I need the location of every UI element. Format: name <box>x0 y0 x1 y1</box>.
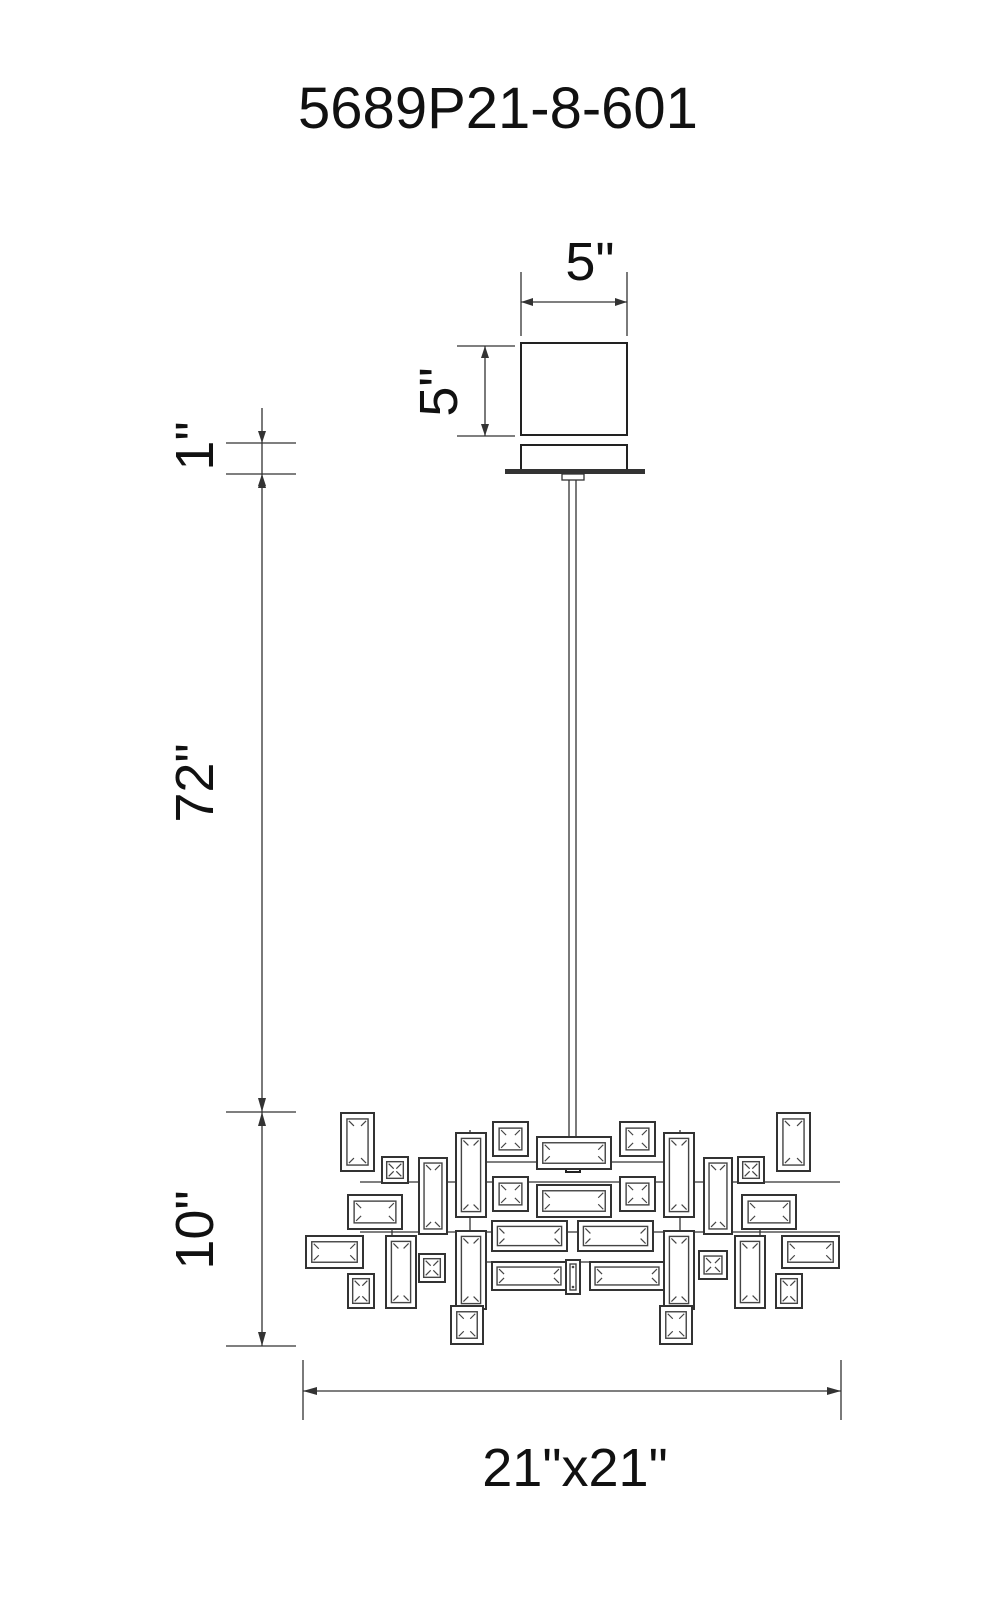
crystal-panel <box>347 1273 375 1309</box>
crystal-panel <box>536 1136 612 1170</box>
crystal-panel <box>305 1235 364 1269</box>
canopy-height-dimension: 5" <box>409 345 515 437</box>
crystal-panel <box>663 1230 695 1310</box>
crystal-panel-array <box>305 1112 840 1345</box>
crystal-panel <box>385 1235 417 1309</box>
model-number-title: 5689P21-8-601 <box>298 76 698 141</box>
crystal-panel <box>589 1261 665 1291</box>
canopy-height-label: 5" <box>409 367 469 416</box>
vertical-dimension-chain: 1" 72" 10" <box>165 408 296 1347</box>
rod-length-label: 72" <box>165 743 225 822</box>
canopy-plate-label: 1" <box>165 421 225 470</box>
crystal-panel <box>737 1156 765 1184</box>
crystal-panel <box>776 1112 811 1172</box>
crystal-panel <box>455 1230 487 1310</box>
crystal-panel <box>734 1235 766 1309</box>
crystal-panel <box>577 1220 654 1252</box>
crystal-panel <box>619 1176 656 1212</box>
crystal-panel <box>741 1194 797 1230</box>
crystal-panel <box>340 1112 375 1172</box>
crystal-panel <box>663 1132 695 1218</box>
crystal-panel <box>536 1184 612 1218</box>
crystal-panel <box>491 1261 567 1291</box>
canopy <box>505 342 645 481</box>
crystal-panel <box>418 1157 448 1235</box>
crystal-panel <box>381 1156 409 1184</box>
fixture-height-label: 10" <box>165 1190 225 1269</box>
crystal-panel <box>781 1235 840 1269</box>
suspension-rod <box>565 480 581 1173</box>
crystal-panel <box>698 1250 728 1280</box>
crystal-panel <box>450 1305 484 1345</box>
crystal-panel <box>347 1194 403 1230</box>
crystal-panel <box>492 1121 529 1157</box>
crystal-panel <box>659 1305 693 1345</box>
crystal-panel <box>703 1157 733 1235</box>
crystal-panel <box>418 1253 446 1283</box>
crystal-panel <box>455 1132 487 1218</box>
fixture-width-dimension: 21"x21" <box>302 1360 842 1498</box>
fixture-width-label: 21"x21" <box>482 1438 667 1498</box>
crystal-panel <box>565 1259 581 1295</box>
crystal-panel <box>491 1220 568 1252</box>
canopy-width-dimension: 5" <box>520 232 628 336</box>
crystal-panel <box>775 1273 803 1309</box>
crystal-panel <box>492 1176 529 1212</box>
crystal-panel <box>619 1121 656 1157</box>
canopy-width-label: 5" <box>565 232 614 292</box>
